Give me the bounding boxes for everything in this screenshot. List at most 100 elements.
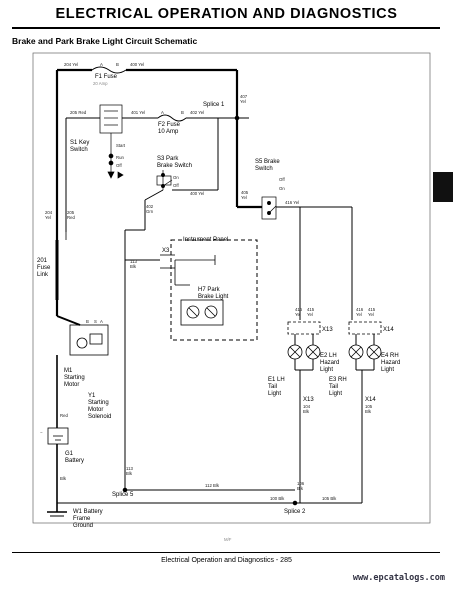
svg-text:Grn: Grn (146, 209, 154, 214)
svg-text:E4 RH: E4 RH (381, 353, 399, 359)
watermark: M/F (224, 537, 232, 542)
svg-text:416 Yel: 416 Yel (285, 200, 299, 205)
svg-text:S: S (94, 319, 97, 324)
svg-text:S3 Park: S3 Park (157, 156, 179, 162)
svg-text:M1: M1 (64, 368, 73, 374)
svg-text:X13: X13 (303, 397, 314, 403)
h7-park-brake-light (180, 299, 224, 326)
svg-text:B: B (181, 110, 184, 115)
svg-text:Light: Light (329, 391, 342, 397)
svg-text:400 Yel: 400 Yel (190, 191, 204, 196)
svg-text:Ground: Ground (73, 523, 93, 529)
header-rule (12, 27, 440, 29)
svg-text:Blk: Blk (303, 409, 310, 414)
svg-text:X14: X14 (383, 327, 394, 333)
x3-connector (160, 254, 216, 286)
section-tab (433, 172, 453, 202)
svg-text:105 Blk: 105 Blk (322, 496, 337, 501)
svg-text:S1 Key: S1 Key (70, 140, 89, 146)
svg-text:H7 Park: H7 Park (198, 287, 221, 293)
splice-1-label: Splice 1 (203, 102, 225, 108)
svg-text:Tail: Tail (268, 384, 277, 390)
svg-text:415: 415 (307, 307, 315, 312)
s1-key-switch (99, 104, 124, 179)
svg-text:W1 Battery: W1 Battery (73, 509, 103, 515)
ground-bus (57, 487, 362, 506)
svg-text:Yel: Yel (45, 215, 51, 220)
svg-text:−: − (40, 430, 43, 435)
splice-5-label: Splice 5 (112, 492, 134, 498)
svg-text:Hazard: Hazard (381, 360, 400, 366)
svg-text:20 Amp: 20 Amp (93, 81, 108, 86)
svg-text:204: 204 (45, 210, 53, 215)
wire-205-label: 205 Red (70, 110, 87, 115)
svg-text:106: 106 (297, 481, 305, 486)
wire-left-feed (55, 70, 100, 316)
schematic-diagram: A B F1 Fuse 20 Amp 204 Yel 400 Yel 205 R… (32, 52, 431, 542)
x13-connector (287, 321, 321, 335)
svg-text:Motor: Motor (64, 382, 79, 388)
svg-text:Blk: Blk (60, 476, 67, 481)
splice-2-label: Splice 2 (284, 509, 306, 515)
svg-text:G1: G1 (65, 451, 74, 457)
svg-text:Light: Light (268, 391, 281, 397)
svg-text:105: 105 (365, 404, 373, 409)
svg-text:Off: Off (116, 163, 122, 168)
svg-text:416: 416 (356, 307, 364, 312)
svg-text:Starting: Starting (64, 375, 85, 381)
svg-text:113: 113 (126, 466, 133, 471)
svg-text:Yel: Yel (307, 312, 313, 317)
svg-text:Hazard: Hazard (320, 360, 339, 366)
section-title: Brake and Park Brake Light Circuit Schem… (12, 36, 198, 46)
svg-text:F2 Fuse: F2 Fuse (158, 122, 181, 128)
svg-text:B: B (116, 62, 119, 67)
svg-text:Red: Red (67, 215, 75, 220)
svg-text:416: 416 (295, 307, 303, 312)
svg-text:Yel: Yel (295, 312, 301, 317)
svg-text:Fuse: Fuse (37, 265, 51, 271)
svg-text:Off: Off (279, 177, 285, 182)
svg-text:Motor: Motor (88, 407, 103, 413)
svg-text:E3 RH: E3 RH (329, 377, 347, 383)
svg-text:Yel: Yel (241, 195, 247, 200)
svg-text:E1 LH: E1 LH (268, 377, 285, 383)
svg-text:10 Amp: 10 Amp (158, 129, 179, 135)
svg-text:100 Blk: 100 Blk (270, 496, 285, 501)
s3-park-brake-switch (144, 118, 219, 201)
s5-brake-switch (261, 196, 353, 320)
svg-text:Solenoid: Solenoid (88, 414, 111, 420)
svg-text:X14: X14 (365, 397, 376, 403)
svg-text:Blk: Blk (126, 471, 133, 476)
wire-401 (122, 114, 249, 122)
svg-text:Start: Start (116, 143, 126, 148)
svg-text:Red: Red (60, 413, 68, 418)
svg-text:Blk: Blk (297, 486, 304, 491)
m1-starting-motor (56, 232, 109, 356)
svg-text:Blk: Blk (365, 409, 372, 414)
svg-text:113: 113 (130, 259, 137, 264)
wire-top-feed (57, 68, 262, 209)
svg-text:Battery: Battery (65, 458, 84, 464)
g1-battery (47, 355, 69, 517)
svg-text:Link: Link (37, 272, 49, 278)
site-url[interactable]: www.epcatalogs.com (352, 573, 445, 583)
svg-text:Light: Light (320, 367, 333, 373)
page-title: ELECTRICAL OPERATION AND DIAGNOSTICS (55, 6, 398, 22)
svg-text:On: On (173, 175, 179, 180)
footer-rule (12, 552, 440, 553)
svg-text:402 Yel: 402 Yel (190, 110, 204, 115)
wire-204-label: 204 Yel (64, 62, 78, 67)
svg-text:Yel: Yel (368, 312, 374, 317)
svg-text:Light: Light (381, 367, 394, 373)
svg-text:B: B (86, 319, 89, 324)
svg-text:401 Yel: 401 Yel (131, 110, 145, 115)
svg-text:Switch: Switch (255, 166, 273, 172)
svg-text:402: 402 (146, 204, 154, 209)
svg-text:Switch: Switch (70, 147, 88, 153)
instrument-panel (170, 239, 258, 341)
svg-text:On: On (279, 186, 285, 191)
svg-text:Yel: Yel (240, 99, 246, 104)
svg-text:405: 405 (241, 190, 249, 195)
svg-text:Y1: Y1 (88, 393, 96, 399)
svg-text:Tail: Tail (329, 384, 338, 390)
